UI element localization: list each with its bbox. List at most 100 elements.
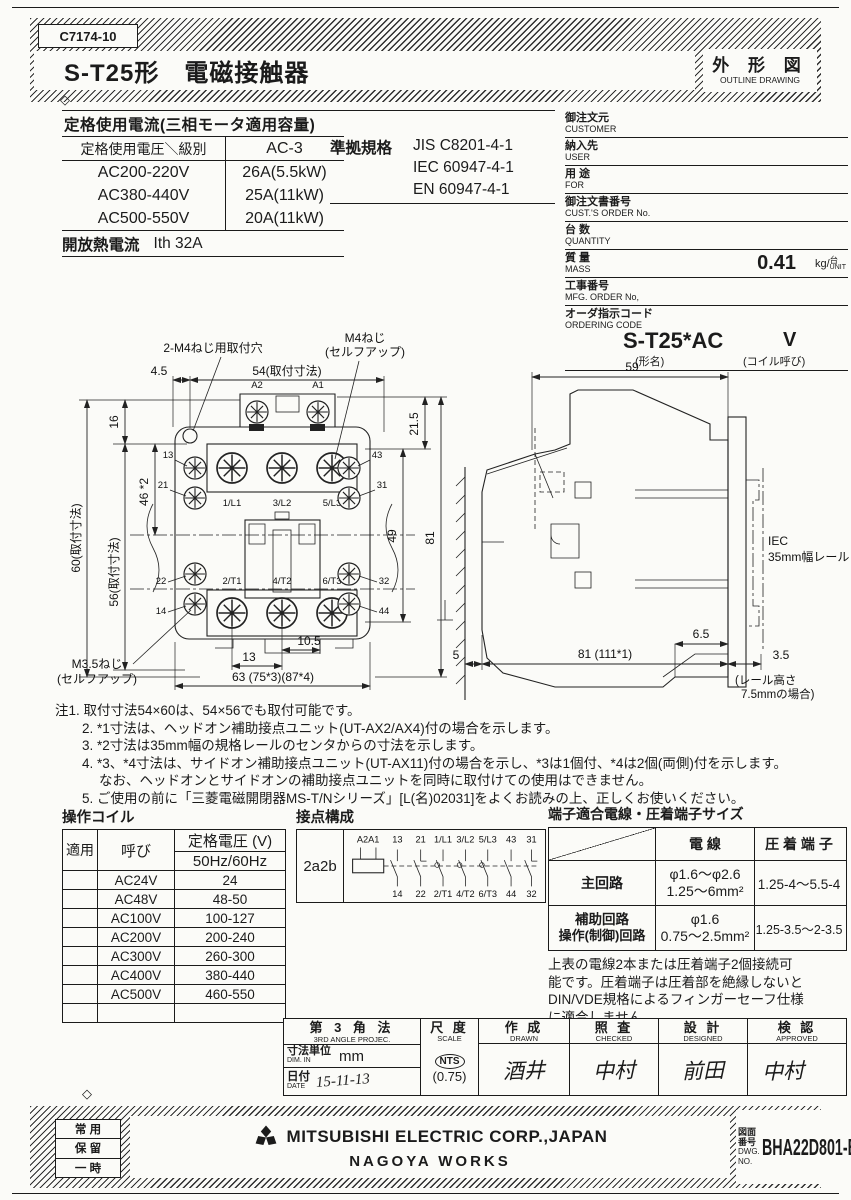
terminal-label: 3/L2 xyxy=(273,498,292,509)
ratings-col-voltage: 定格使用電圧＼級別 xyxy=(80,140,207,157)
rail-label-iec: IEC xyxy=(768,534,788,548)
side-view: IEC 35mm幅レール 59 5 81 (111*1) 6.5 3.5 (レー… xyxy=(437,360,849,701)
mitsubishi-logo-icon xyxy=(255,1125,276,1146)
dim-60: 60(取付寸法) xyxy=(69,503,83,572)
dim-4-5: 4.5 xyxy=(151,364,168,378)
checked-jp: 照 査 xyxy=(594,1020,634,1035)
terminal-label: 22 xyxy=(156,576,167,587)
date-en: DATE xyxy=(287,1082,306,1090)
designed-en: DESIGNED xyxy=(683,1034,723,1043)
mass-value: 0.41 xyxy=(757,252,796,274)
ratings-title: 定格使用電流(三相モータ適用容量) xyxy=(64,117,316,134)
row-aux-circuit: 補助回路 操作(制御)回路 xyxy=(549,906,655,950)
m4-screw-callout2: (セルフアップ) xyxy=(325,345,405,359)
scale-cell: 尺 度 SCALE NTS (0.75) xyxy=(421,1019,479,1095)
terminals-section: 端子適合電線・圧着端子サイズ 電 線 圧 着 端 子 主回路 φ1.6～φ2.6… xyxy=(548,804,848,1026)
col-wire: 電 線 xyxy=(655,828,754,860)
dwg-label-jp2: 番号 xyxy=(738,1137,757,1147)
aux-wire: φ1.6 0.75～2.5mm² xyxy=(655,906,754,950)
dim-81: 81 xyxy=(423,531,437,545)
ratings-table: 定格使用電圧＼級別 AC-3 AC200-220V 26A(5.5kW) AC3… xyxy=(62,136,344,231)
ordering-model: S-T25*AC xyxy=(623,328,724,353)
contact-label: 2/T1 xyxy=(434,889,452,899)
field-label-en: CUSTOMER xyxy=(565,124,617,134)
dim-unit-value: mm xyxy=(339,1047,364,1065)
checked-signature: 中村 xyxy=(592,1057,636,1084)
field-customer: 御注文元 CUSTOMER xyxy=(565,110,848,138)
coil-housing xyxy=(239,393,336,427)
note-line: 注1. 取付寸法54×60は、54×56でも取付可能です。 xyxy=(55,703,361,718)
rating-voltage: AC380-440V xyxy=(97,186,190,204)
coil-name: AC300V xyxy=(97,946,175,966)
date-value: 15-11-13 xyxy=(315,1071,371,1091)
table-row: AC500-550V 20A(11kW) xyxy=(62,207,344,231)
standard-item: IEC 60947-4-1 xyxy=(413,159,514,176)
top-rule xyxy=(12,7,839,8)
dim-21-5: 21.5 xyxy=(407,412,421,436)
date-jp: 日付 xyxy=(287,1070,310,1083)
dim-46: 46 *2 xyxy=(137,478,151,506)
contact-label: 32 xyxy=(526,889,536,899)
standards-list: JIS C8201-4-1 IEC 60947-4-1 EN 60947-4-1 xyxy=(413,135,514,201)
thermal-label: 開放熱電流 xyxy=(62,236,140,254)
dim-unit-en: DIM. IN xyxy=(287,1057,311,1064)
projection-cell: 第 3 角 法 3RD ANGLE PROJEC. 寸法単位 DIM. IN m… xyxy=(284,1019,421,1095)
contact-label: 44 xyxy=(506,889,516,899)
terminal-label: 31 xyxy=(377,480,388,491)
header-band: C7174-10 S-T25形 電磁接触器 外 形 図 OUTLINE DRAW… xyxy=(30,18,821,102)
ratings-col-ac3: AC-3 xyxy=(225,137,343,160)
diagonal-header-cell xyxy=(549,828,655,860)
field-mfg-order: 工事番号 MFG. ORDER No, xyxy=(565,278,848,306)
dim-81-111: 81 (111*1) xyxy=(578,647,632,661)
outline-drawing-box: 外 形 図 OUTLINE DRAWING xyxy=(703,49,817,92)
contactor-body xyxy=(174,426,371,640)
dim-10-5: 10.5 xyxy=(297,634,321,648)
table-row: AC380-440V 25A(11kW) xyxy=(62,184,344,207)
field-label-jp: オーダ指示コード xyxy=(565,308,653,320)
coil-range: 200-240 xyxy=(174,927,286,947)
terminals-table: 電 線 圧 着 端 子 主回路 φ1.6～φ2.6 1.25～6mm² 1.25… xyxy=(548,827,847,951)
coil-range: 24 xyxy=(174,870,286,890)
mass-unit-en: UNIT xyxy=(829,264,846,271)
scale-nts-mark: NTS xyxy=(434,1054,465,1069)
terminal-label: 5/L3 xyxy=(323,498,342,509)
status-item: 一 時 xyxy=(74,1162,102,1175)
field-label-jp: 用 途 xyxy=(565,168,591,180)
field-label-en: MASS xyxy=(565,264,591,274)
approved-signature: 中村 xyxy=(761,1058,805,1084)
contact-symbols xyxy=(390,849,538,887)
projection-en: 3RD ANGLE PROJEC. xyxy=(313,1035,391,1044)
field-order-no: 御注文書番号 CUST.'S ORDER No. xyxy=(565,194,848,222)
scale-en: SCALE xyxy=(437,1034,462,1043)
coil-range: 460-550 xyxy=(174,984,286,1004)
main-wire-sq: 1.25～6mm² xyxy=(666,883,744,899)
ratings-section: 定格使用電流(三相モータ適用容量) 定格使用電圧＼級別 AC-3 AC200-2… xyxy=(62,110,555,257)
model-caption: (形名) xyxy=(635,356,665,368)
coil-name: AC400V xyxy=(97,965,175,985)
coil-col-voltage: 定格電圧 (V) xyxy=(174,829,286,852)
aux-label-2: 操作(制御)回路 xyxy=(558,928,646,943)
approved-cell: 検 認 APPROVED 中村 xyxy=(748,1019,846,1095)
dim-16: 16 xyxy=(107,415,121,429)
company-strip: MITSUBISHI ELECTRIC CORP.,JAPAN NAGOYA W… xyxy=(130,1116,730,1178)
mass-unit: kg/ 台 UNIT xyxy=(815,256,846,272)
contacts-box: 2a2b A2A1 13 21 1/L1 3 xyxy=(296,829,546,903)
dim-63: 63 (75*3)(87*4) xyxy=(232,670,314,684)
terminal-label: 44 xyxy=(379,606,390,617)
terminal-label: 43 xyxy=(372,450,383,461)
designed-signature: 前田 xyxy=(681,1057,725,1084)
coil-range: 380-440 xyxy=(174,965,286,985)
contact-label: 21 xyxy=(416,835,426,845)
field-user: 納入先 USER xyxy=(565,138,848,166)
field-label-en: QUANTITY xyxy=(565,236,611,246)
row-main-circuit: 主回路 xyxy=(581,875,623,891)
field-label-en: FOR xyxy=(565,180,584,190)
terminal-label: 32 xyxy=(379,576,390,587)
drawn-en: DRAWN xyxy=(509,1034,539,1043)
coil-title: 操作コイル xyxy=(62,810,135,826)
table-row: AC200-220V 26A(5.5kW) xyxy=(62,161,344,184)
field-label-jp: 工事番号 xyxy=(565,280,609,292)
